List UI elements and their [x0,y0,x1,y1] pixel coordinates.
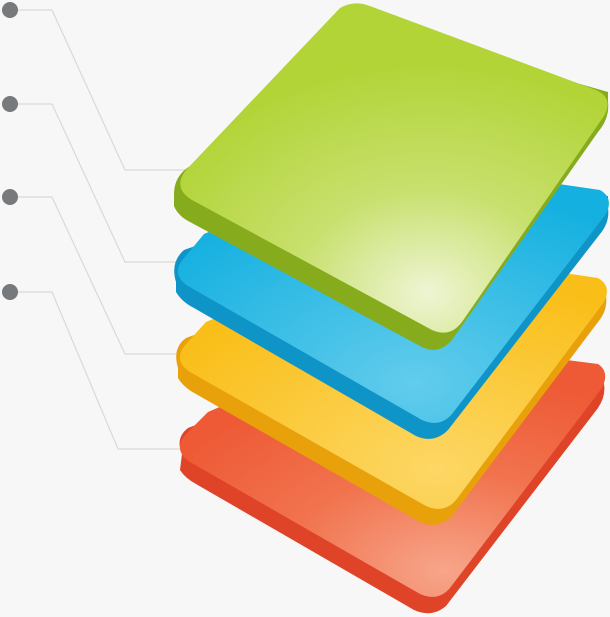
connector-line-1 [10,9,185,171]
connector-dots [2,2,18,300]
connector-dot-4 [2,284,18,300]
connector-dot-3 [2,189,18,205]
connector-line-4 [10,291,185,450]
green-layer [174,3,609,350]
connector-line-2 [10,103,185,263]
connector-dot-1 [2,2,18,18]
connector-lines [10,9,185,450]
green-layer-face [180,3,608,333]
connector-dot-2 [2,96,18,112]
connector-line-3 [10,196,185,355]
